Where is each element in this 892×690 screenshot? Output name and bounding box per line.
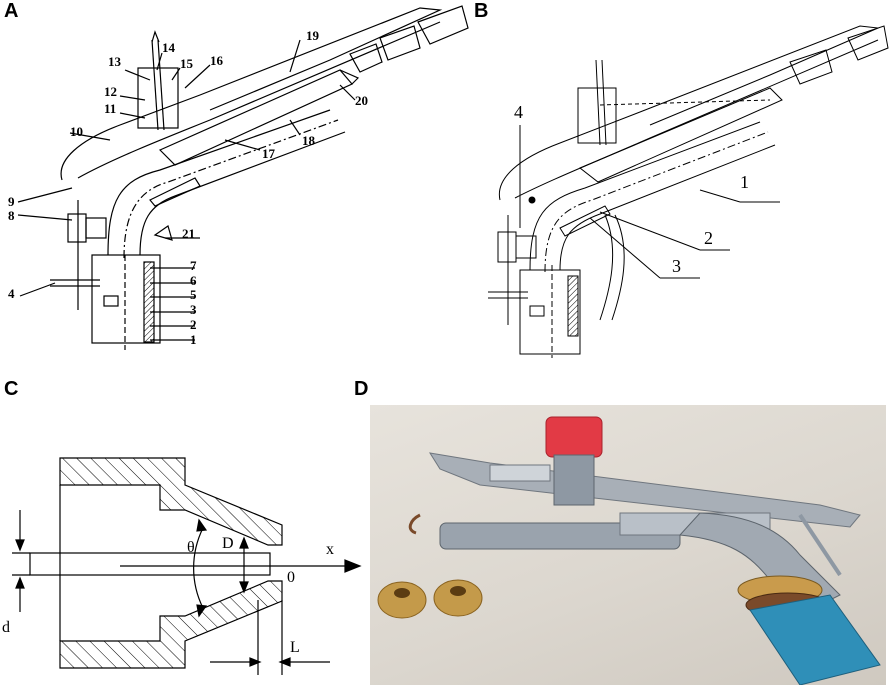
callout-a-17: 17 bbox=[262, 146, 276, 161]
callout-a-9: 9 bbox=[8, 194, 15, 209]
callout-a-21: 21 bbox=[182, 226, 195, 241]
callout-a-8: 8 bbox=[8, 208, 15, 223]
callout-a-20: 20 bbox=[355, 93, 368, 108]
callout-a-2: 2 bbox=[190, 317, 197, 332]
symbol-l: L bbox=[290, 639, 300, 656]
callout-a-5: 5 bbox=[190, 287, 197, 302]
callout-b-4: 4 bbox=[514, 102, 523, 122]
callout-a-18: 18 bbox=[302, 133, 316, 148]
callout-b-1: 1 bbox=[740, 172, 749, 192]
panel-label-d: D bbox=[354, 378, 369, 400]
panel-label-b: B bbox=[474, 0, 489, 22]
symbol-theta: θ bbox=[187, 539, 195, 556]
callout-a-6: 6 bbox=[190, 273, 197, 288]
callout-b-3: 3 bbox=[672, 256, 681, 276]
callout-a-14: 14 bbox=[162, 40, 176, 55]
callout-a-16: 16 bbox=[210, 53, 224, 68]
symbol-big-d: D bbox=[222, 535, 234, 552]
callout-a-11: 11 bbox=[104, 101, 116, 116]
callout-a-12: 12 bbox=[104, 84, 117, 99]
panel-label-c: C bbox=[4, 378, 19, 400]
callout-a-10: 10 bbox=[70, 124, 83, 139]
panel-label-a: A bbox=[4, 0, 19, 22]
symbol-x: x bbox=[326, 541, 334, 558]
callout-a-7: 7 bbox=[190, 258, 197, 273]
symbol-small-d: d bbox=[2, 619, 10, 636]
panel-d-photo bbox=[370, 405, 886, 685]
sprinkler-photo-illustration bbox=[377, 416, 881, 685]
callout-a-1: 1 bbox=[190, 332, 197, 347]
callout-a-19: 19 bbox=[306, 28, 320, 43]
callout-a-4: 4 bbox=[8, 286, 15, 301]
callout-b-2: 2 bbox=[704, 228, 713, 248]
callout-a-13: 13 bbox=[108, 54, 122, 69]
callout-a-3: 3 bbox=[190, 302, 197, 317]
callout-a-15: 15 bbox=[180, 56, 194, 71]
symbol-origin: 0 bbox=[287, 569, 295, 586]
